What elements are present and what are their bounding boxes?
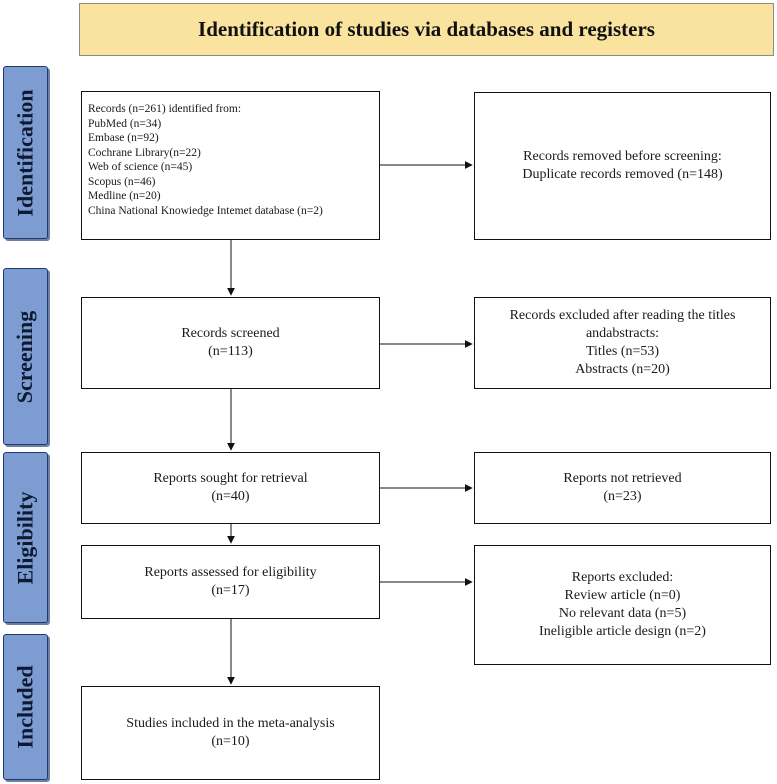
- assessed-line: (n=17): [211, 583, 250, 598]
- records-line: Records (n=261) identified from:: [88, 103, 242, 115]
- records-screened-box: Records screened (n=113): [81, 297, 380, 389]
- excluded-line: Titles (n=53): [585, 344, 660, 359]
- removed-line: Records removed before screening:: [523, 149, 722, 164]
- reports-not-retrieved-box: Reports not retrieved (n=23): [474, 452, 771, 524]
- included-line: (n=10): [211, 734, 250, 749]
- records-excluded-box: Records excluded after reading the title…: [474, 297, 771, 389]
- stage-eligibility: Eligibility: [3, 452, 48, 623]
- records-line: Embase (n=92): [88, 132, 159, 144]
- reports-excluded-line: No relevant data (n=5): [558, 606, 687, 621]
- records-line: PubMed (n=34): [88, 117, 162, 130]
- header-title: Identification of studies via databases …: [79, 3, 774, 56]
- excluded-line: Abstracts (n=20): [575, 362, 670, 377]
- excluded-line: Records excluded after reading the title…: [509, 308, 736, 323]
- records-line: Web of science (n=45): [88, 161, 193, 173]
- screened-line: Records screened: [181, 326, 280, 341]
- reports-excluded-line: Review article (n=0): [564, 588, 681, 603]
- reports-excluded-line: Reports excluded:: [571, 570, 674, 585]
- sought-line: Reports sought for retrieval: [153, 471, 308, 486]
- excluded-line: andabstracts:: [585, 326, 660, 341]
- removed-line: Duplicate records removed (n=148): [522, 167, 723, 182]
- records-line: Medline (n=20): [88, 190, 161, 202]
- records-line: Scopus (n=46): [88, 175, 156, 188]
- records-removed-box: Records removed before screening: Duplic…: [474, 92, 771, 240]
- sought-line: (n=40): [211, 489, 250, 504]
- reports-assessed-box: Reports assessed for eligibility (n=17): [81, 545, 380, 619]
- records-line: China National Knowiedge Intemet databas…: [88, 204, 323, 217]
- records-identified-box: Records (n=261) identified from: PubMed …: [81, 91, 380, 240]
- reports-sought-box: Reports sought for retrieval (n=40): [81, 452, 380, 524]
- records-line: Cochrane Library(n=22): [88, 146, 201, 159]
- reports-excluded-box: Reports excluded: Review article (n=0) N…: [474, 545, 771, 665]
- screened-line: (n=113): [208, 344, 253, 359]
- reports-excluded-line: Ineligible article design (n=2): [539, 624, 706, 639]
- assessed-line: Reports assessed for eligibility: [144, 565, 317, 580]
- included-line: Studies included in the meta-analysis: [126, 716, 335, 731]
- stage-screening: Screening: [3, 268, 48, 445]
- studies-included-box: Studies included in the meta-analysis (n…: [81, 686, 380, 780]
- not-retrieved-line: Reports not retrieved: [563, 471, 682, 486]
- not-retrieved-line: (n=23): [603, 489, 642, 504]
- stage-included: Included: [3, 634, 48, 780]
- stage-identification: Identification: [3, 66, 48, 239]
